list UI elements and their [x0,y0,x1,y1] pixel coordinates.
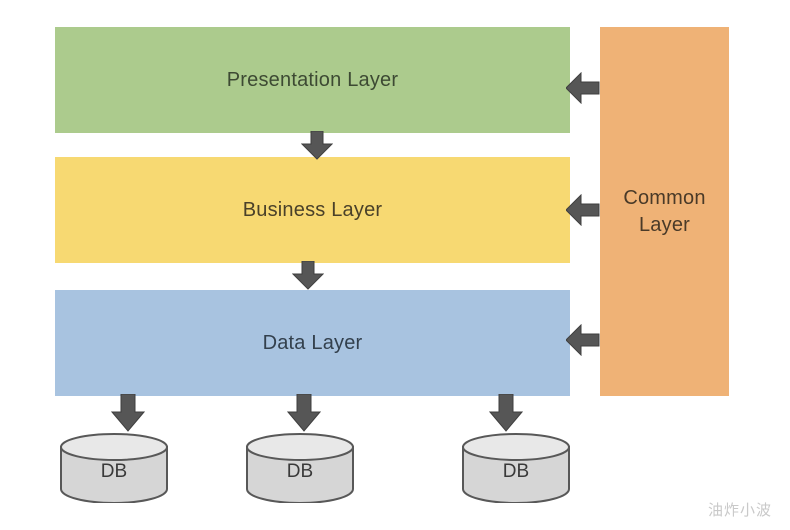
database-node-2[interactable]: DB [245,433,355,503]
database-node-1[interactable]: DB [59,433,169,503]
watermark-text: 油炸小波 [707,502,772,519]
arrow-common-to-business-icon [566,194,600,226]
database-node-1-label: DB [100,461,128,482]
common-layer-box[interactable]: Common Layer [600,27,729,396]
presentation-layer-label: Presentation Layer [226,68,399,91]
common-layer-label-line-2: Layer [638,213,691,236]
data-layer-box[interactable]: Data Layer [55,290,570,396]
data-layer-label: Data Layer [262,331,363,354]
database-node-3-label: DB [502,461,530,482]
database-node-2-label: DB [286,461,314,482]
arrow-data-to-db-2-icon [287,394,321,432]
arrow-common-to-data-icon [566,324,600,356]
presentation-layer-box[interactable]: Presentation Layer [55,27,570,133]
database-cylinder-icon [462,433,570,503]
business-layer-box[interactable]: Business Layer [55,157,570,263]
arrow-presentation-to-business-icon [301,131,333,160]
common-layer-label-line-1: Common [623,186,706,209]
arrow-data-to-db-3-icon [489,394,523,432]
database-node-3[interactable]: DB [461,433,571,503]
business-layer-label: Business Layer [242,198,383,221]
arrow-common-to-presentation-icon [566,72,600,104]
database-cylinder-icon [246,433,354,503]
database-cylinder-icon [60,433,168,503]
arrow-business-to-data-icon [292,261,324,290]
arrow-data-to-db-1-icon [111,394,145,432]
